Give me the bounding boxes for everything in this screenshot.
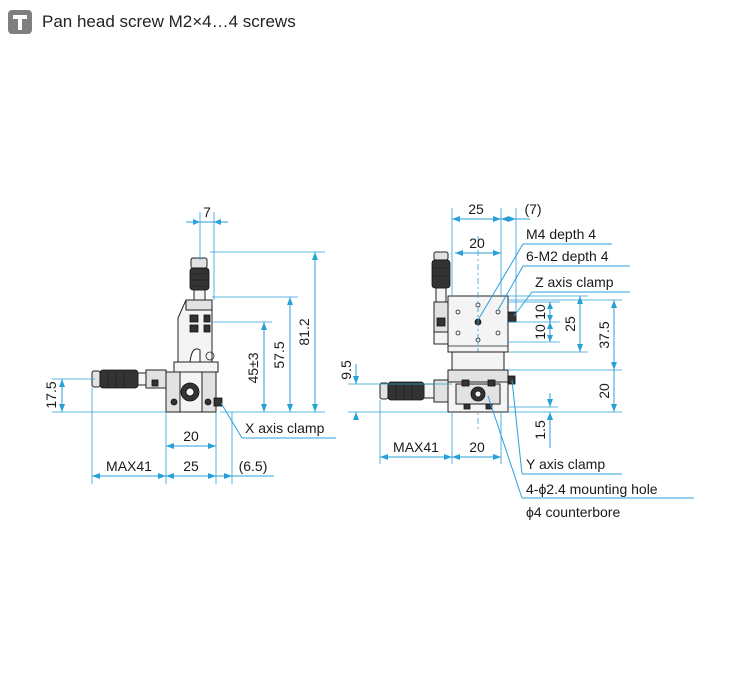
dim-37-5: 37.5	[596, 321, 612, 348]
dim-25-top: 25	[468, 201, 484, 217]
dim-20-top: 20	[469, 235, 485, 251]
screw-note-header: Pan head screw M2×4…4 screws	[8, 8, 296, 36]
screw-icon	[8, 10, 32, 34]
dim-10-upper: 10	[532, 304, 548, 320]
dim-81-2: 81.2	[296, 318, 312, 345]
dim-57-5: 57.5	[271, 341, 287, 368]
left-stage-drawing	[91, 257, 223, 413]
left-view-dimensions: 7 81.2 57.5 45±3 17.5 20	[43, 204, 336, 484]
dim-20-right: 20	[469, 439, 485, 455]
callout-x-axis-clamp: X axis clamp	[245, 420, 325, 436]
dim-17-5: 17.5	[43, 381, 59, 408]
dim-6-5: (6.5)	[239, 458, 268, 474]
dim-20-left: 20	[183, 428, 199, 444]
callout-y-axis-clamp: Y axis clamp	[526, 456, 605, 472]
callout-m4-depth: M4 depth 4	[526, 226, 596, 242]
dim-25-vertical: 25	[562, 316, 578, 332]
dim-25-left: 25	[183, 458, 199, 474]
dim-max41-left: MAX41	[106, 458, 152, 474]
dim-9-5: 9.5	[338, 360, 354, 380]
screw-note-text: Pan head screw M2×4…4 screws	[42, 12, 296, 31]
callout-z-axis-clamp: Z axis clamp	[535, 274, 614, 290]
right-stage-drawing	[379, 236, 517, 430]
right-view-dimensions: 25 (7) 20 9.5 10 10 25	[338, 201, 694, 520]
dim-max41-right: MAX41	[393, 439, 439, 455]
dim-1-5: 1.5	[532, 420, 548, 440]
callout-counterbore: ϕ4 counterbore	[526, 504, 620, 520]
dim-10-lower: 10	[532, 324, 548, 340]
dim-45-pm-3: 45±3	[245, 352, 261, 383]
dim-20-vertical: 20	[596, 383, 612, 399]
dim-7-paren: (7)	[524, 201, 541, 217]
callout-mounting-hole: 4-ϕ2.4 mounting hole	[526, 481, 658, 497]
dim-7-top: 7	[203, 204, 211, 220]
callout-m2-depth: 6-M2 depth 4	[526, 248, 609, 264]
